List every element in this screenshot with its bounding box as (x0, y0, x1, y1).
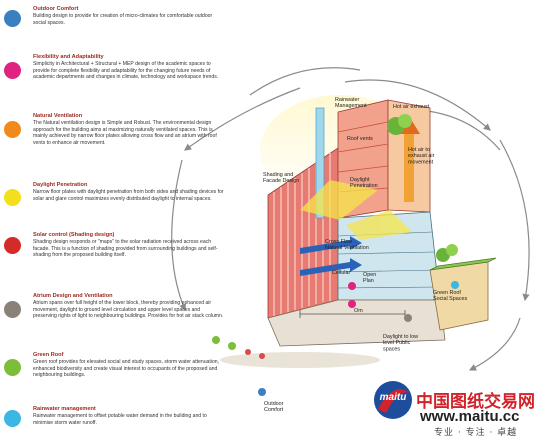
legend-title: Green Roof (33, 352, 64, 358)
ground-activity (212, 336, 380, 368)
legend-title: Solar control (Shading design) (33, 232, 115, 238)
legend-title: Daylight Penetration (33, 182, 88, 188)
legend-body: Atrium spans over full height of the low… (33, 300, 224, 320)
rainwater-column (315, 107, 325, 219)
legend-dot-flexibility (4, 62, 21, 79)
legend-title: Natural Ventilation (33, 113, 83, 119)
legend-body: Simplicity in Architectural + Structural… (33, 61, 219, 81)
flexibility-markers (348, 282, 356, 308)
legend-body: Building design to provide for creation … (33, 13, 213, 26)
legend-dot-rainwater (4, 410, 21, 427)
legend-panel: Outdoor Comfort Building design to provi… (0, 0, 228, 438)
site-watermark: maitu 中国图纸交易网 www.maitu.cc 专业 · 专注 · 卓越 (372, 375, 558, 438)
legend-dot-daylight-penetration (4, 189, 21, 206)
label-dimension: Om (354, 308, 363, 314)
legend-body: Shading design responds or "maps" to the… (33, 239, 218, 259)
legend-title: Rainwater management (33, 406, 96, 412)
legend-body: Narrow floor plates with daylight penetr… (33, 189, 224, 202)
legend-body: Rainwater management to offset potable w… (33, 413, 207, 426)
legend-dot-natural-ventilation (4, 121, 21, 138)
rainwater-marker (451, 281, 459, 289)
watermark-logo-text: maitu (379, 392, 407, 403)
outdoor-marker (258, 388, 266, 396)
legend-dot-green-roof (4, 359, 21, 376)
legend-body: The Natural ventilation design is Simple… (33, 120, 217, 146)
label-cellular: Cellular (332, 270, 350, 276)
maitu-logo-icon (374, 381, 412, 419)
legend-title: Atrium Design and Ventilation (33, 293, 113, 299)
legend-dot-outdoor-comfort (4, 10, 21, 27)
label-roof-vents: Roof vents (347, 136, 373, 142)
legend-title: Outdoor Comfort (33, 6, 79, 12)
daylight-beams (300, 180, 412, 240)
cross-flow-arrows (300, 236, 362, 276)
green-roof-trees (387, 114, 458, 262)
label-hot-air: Hot air exhaust (393, 104, 430, 110)
legend-dot-atrium-design (4, 301, 21, 318)
legend-title: Flexibility and Adaptability (33, 54, 104, 60)
watermark-slogan: 专业 · 专注 · 卓越 (434, 428, 518, 438)
watermark-site-name: 中国图纸交易网 (416, 392, 535, 412)
atrium-marker (404, 314, 412, 322)
watermark-url: www.maitu.cc (420, 408, 520, 425)
legend-body: Green roof provides for elevated social … (33, 359, 220, 379)
legend-dot-solar-control (4, 237, 21, 254)
